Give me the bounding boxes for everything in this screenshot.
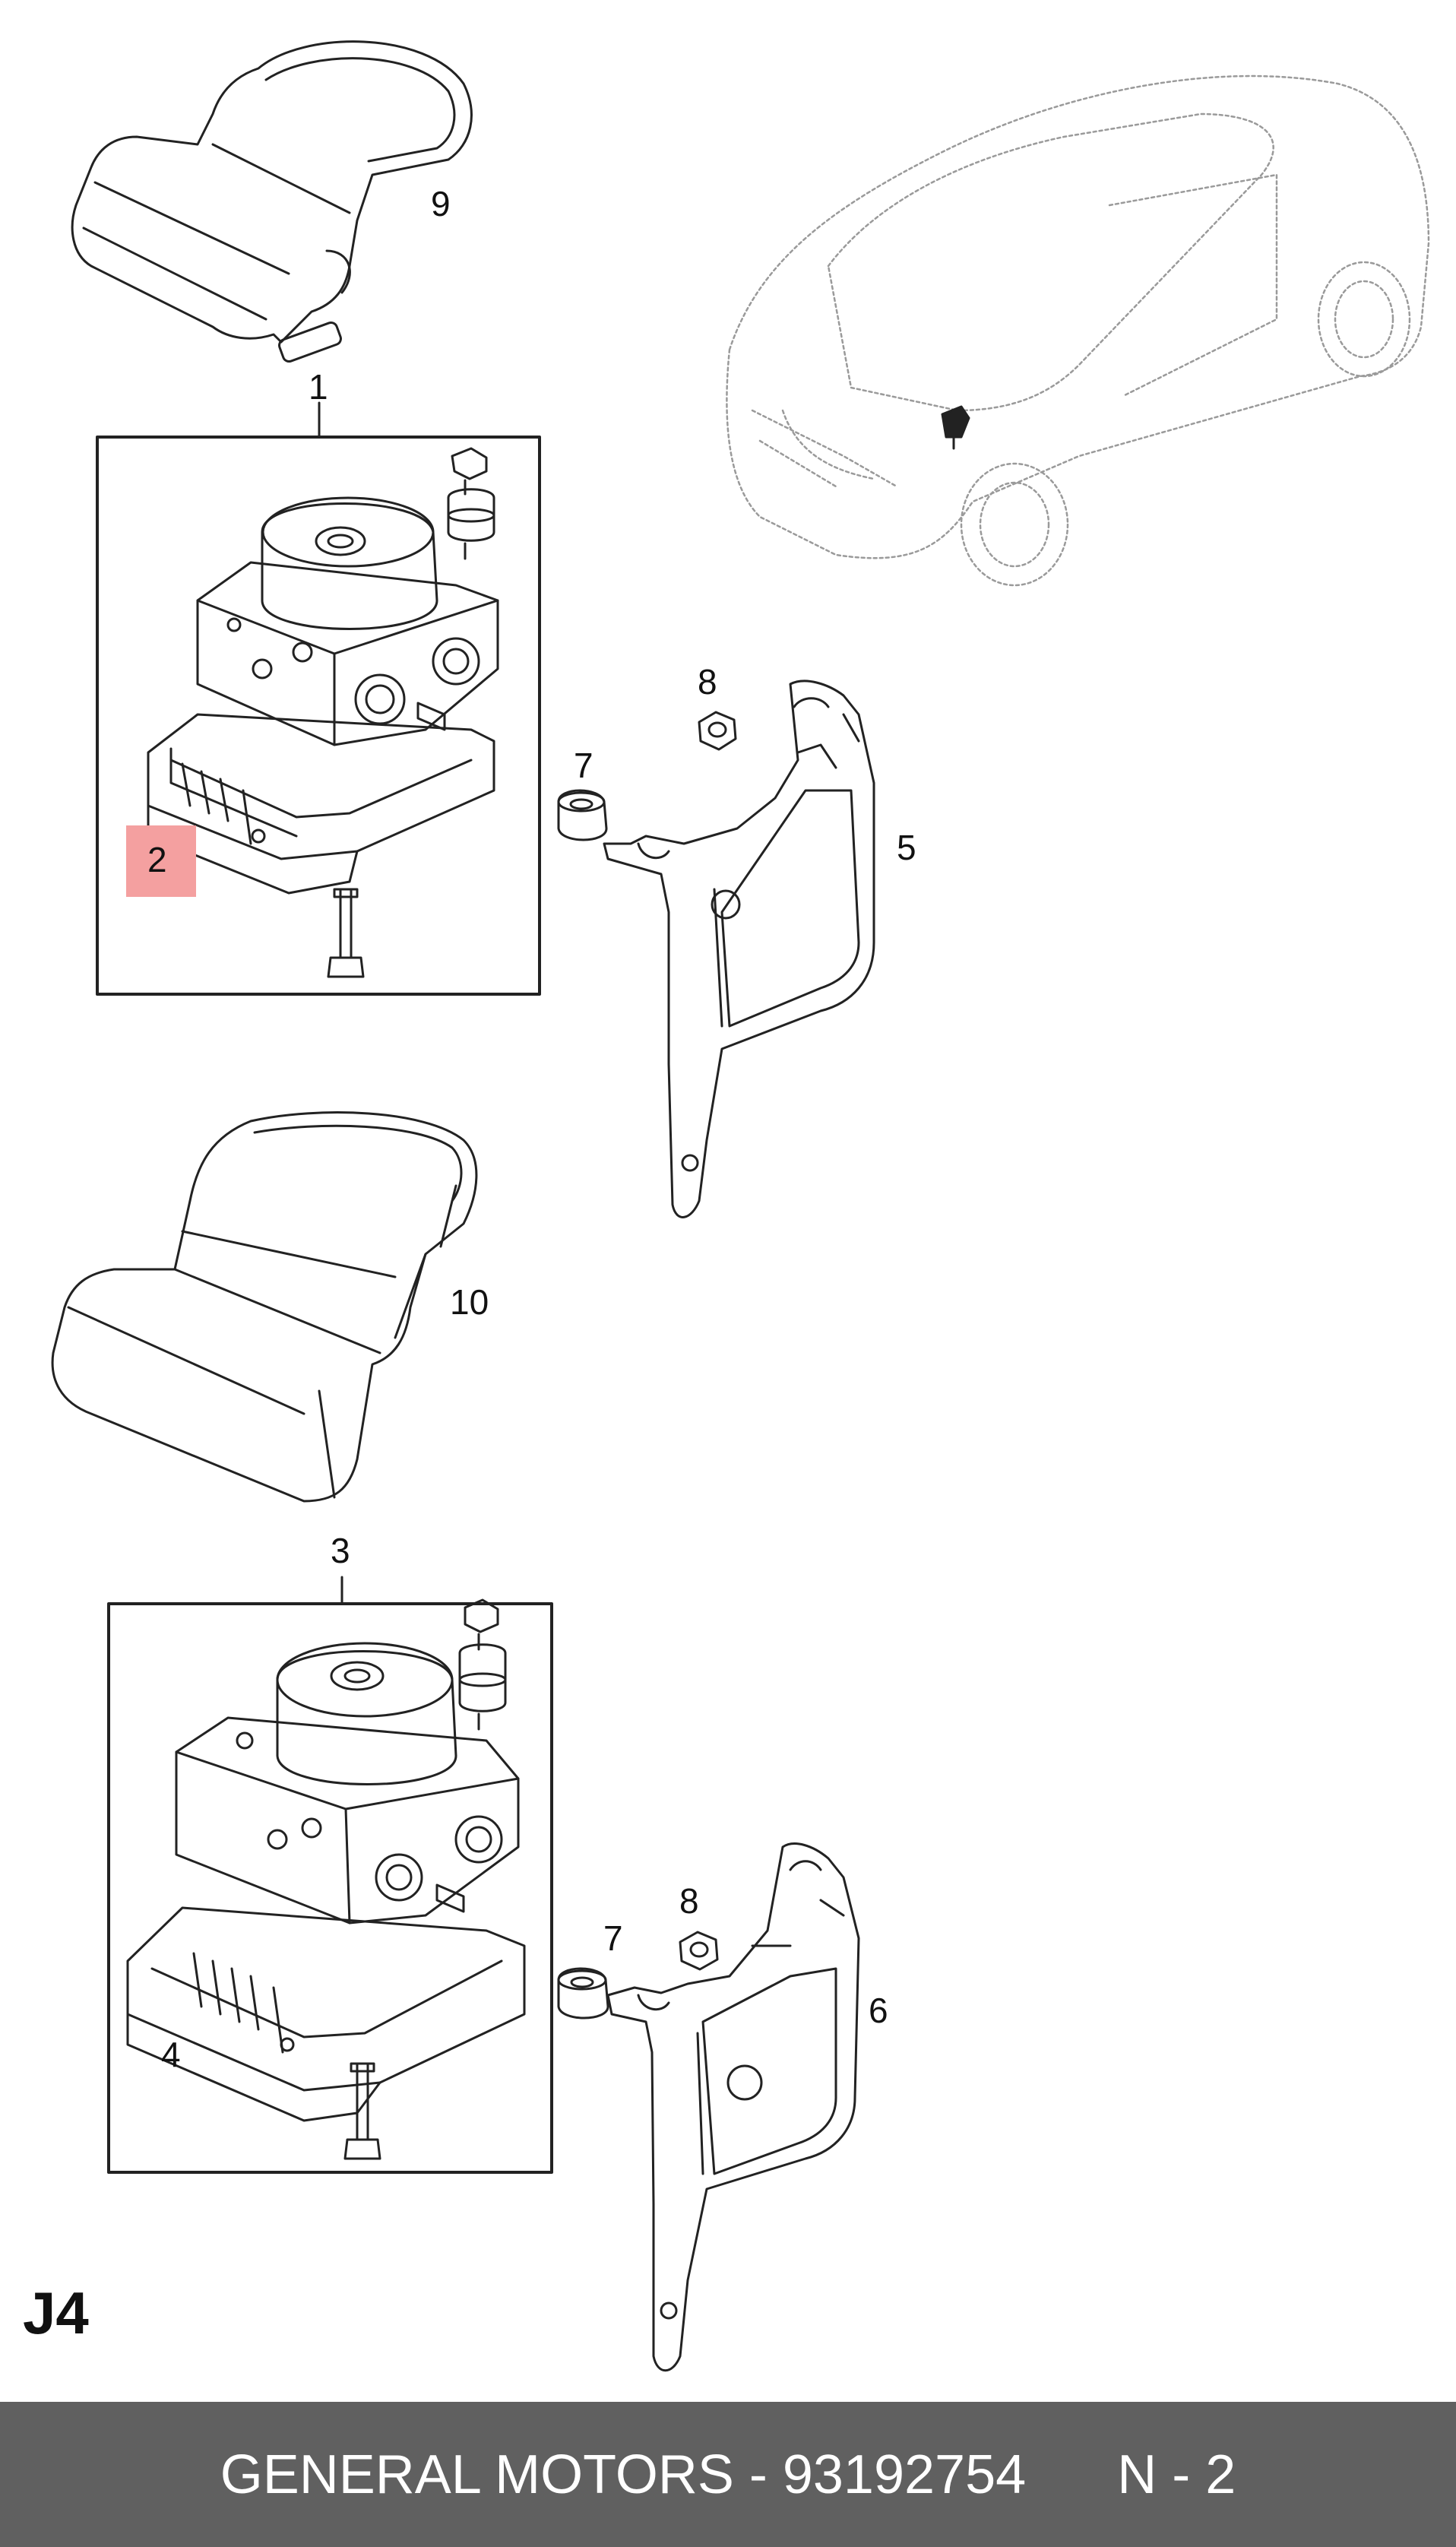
callout-7-upper: 7 (574, 746, 593, 785)
callout-9: 9 (431, 184, 451, 223)
callout-8-upper: 8 (698, 662, 717, 702)
abs-location-marker-icon (941, 405, 970, 450)
callout-6: 6 (869, 1991, 888, 2030)
footer-gap (1026, 2444, 1117, 2506)
grommet-7-lower (557, 1967, 609, 2020)
footer-page-ref: N - 2 (1117, 2444, 1236, 2505)
highlighted-callout-2: 2 (126, 825, 196, 897)
nut-8-upper (698, 711, 737, 751)
sheet-code: J4 (23, 2279, 89, 2346)
callout-3: 3 (331, 1531, 350, 1570)
parts-diagram (51, 40, 1430, 2372)
footer-bar: GENERAL MOTORS - 93192754 N - 2 (0, 2402, 1456, 2547)
mounting-bracket-5 (603, 680, 875, 1218)
abs-assembly-frame-3 (107, 1576, 553, 2174)
mounting-bracket-6 (606, 1842, 860, 2372)
callout-8-lower: 8 (679, 1881, 699, 1921)
abs-assembly-frame-1 (96, 401, 541, 996)
grommet-7-upper (557, 789, 608, 841)
callout-4: 4 (161, 2035, 181, 2074)
callout-10: 10 (450, 1282, 489, 1322)
callout-7-lower: 7 (603, 1918, 623, 1958)
abs-module-3 (126, 1598, 526, 2160)
insulation-cover-9 (71, 40, 473, 363)
nut-8-lower (679, 1931, 719, 1971)
insulation-cover-10 (51, 1111, 478, 1503)
car-location-icon (726, 74, 1430, 587)
callout-2: 2 (147, 840, 167, 879)
callout-1: 1 (309, 367, 328, 407)
callout-5: 5 (897, 828, 916, 867)
abs-module-1 (147, 447, 499, 978)
footer-brand-part: GENERAL MOTORS - 93192754 (220, 2444, 1027, 2505)
